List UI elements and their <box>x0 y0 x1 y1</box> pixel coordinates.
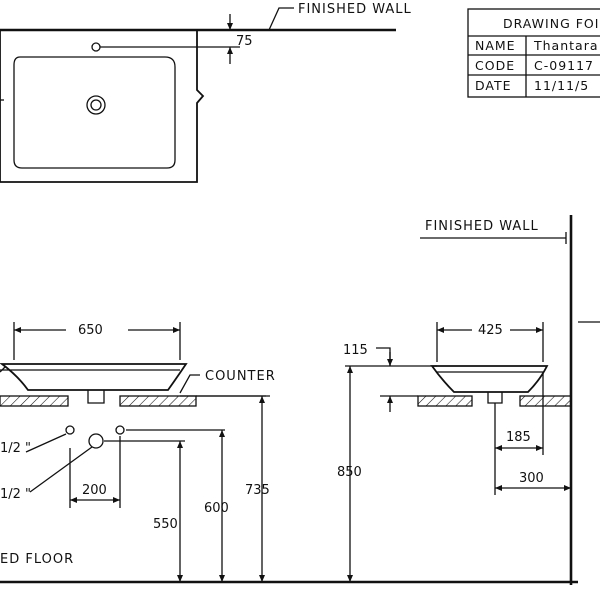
counter-label: COUNTER <box>205 369 276 384</box>
plan-tap-hole <box>91 42 101 52</box>
dim-550-label: 550 <box>153 517 178 532</box>
dim-75-label: 75 <box>236 34 253 49</box>
side-counter-right <box>519 395 572 407</box>
plan-wall-leader <box>268 7 294 31</box>
title-row-name-value: Thantara <box>533 38 599 53</box>
dim-850-label: 850 <box>337 465 362 480</box>
dim-300-label: 300 <box>519 471 544 486</box>
dim-735-label: 735 <box>245 483 270 498</box>
dim-115-leader <box>376 347 391 366</box>
finished-wall-top-label: FINISHED WALL <box>298 2 412 17</box>
finished-wall-side-label: FINISHED WALL <box>425 219 539 234</box>
plan-view: FINISHED WALL 75 <box>0 2 412 183</box>
dim-600-label: 600 <box>204 501 229 516</box>
dim-115-label: 115 <box>343 343 368 358</box>
counter-right <box>119 395 197 407</box>
side-counter-left <box>417 395 473 407</box>
front-elevation: 650 COUNTER 1/2 " 1/2 " 200 550 600 <box>0 322 276 582</box>
pipe-right <box>115 425 125 435</box>
pipe-lower-label: 1/2 " <box>0 487 31 502</box>
counter-left <box>0 395 69 407</box>
dim-425-label: 425 <box>478 323 503 338</box>
title-row-name-key: NAME <box>475 38 516 53</box>
pipe-middle <box>88 433 104 449</box>
title-row-code-value: C-09117 <box>534 58 594 73</box>
pipe-upper <box>65 425 75 435</box>
pipe-upper-label: 1/2 " <box>0 441 31 456</box>
title-row-date-key: DATE <box>475 78 512 93</box>
dim-200-label: 200 <box>82 483 107 498</box>
title-row-code-key: CODE <box>475 58 515 73</box>
plan-drain-inner <box>90 99 102 111</box>
front-basin <box>0 363 188 391</box>
plan-basin-outline <box>0 30 205 183</box>
plan-bowl <box>13 56 176 169</box>
title-block-heading: DRAWING FOI <box>503 16 599 31</box>
front-drain <box>87 390 105 404</box>
front-left-mark <box>0 365 7 373</box>
plan-drain-outer <box>86 95 106 115</box>
title-row-date-value: 11/11/5 <box>534 78 589 93</box>
title-block: DRAWING FOI NAME Thantara CODE C-09117 D… <box>467 8 600 98</box>
side-basin <box>430 365 549 393</box>
side-elevation: FINISHED WALL 425 115 850 185 <box>337 215 600 585</box>
finished-floor-label: ED FLOOR <box>0 552 74 567</box>
side-drain <box>487 392 503 404</box>
title-block-frame <box>467 8 600 98</box>
dim-650-label: 650 <box>78 323 103 338</box>
counter-leader <box>179 374 200 394</box>
dim-185-label: 185 <box>506 430 531 445</box>
